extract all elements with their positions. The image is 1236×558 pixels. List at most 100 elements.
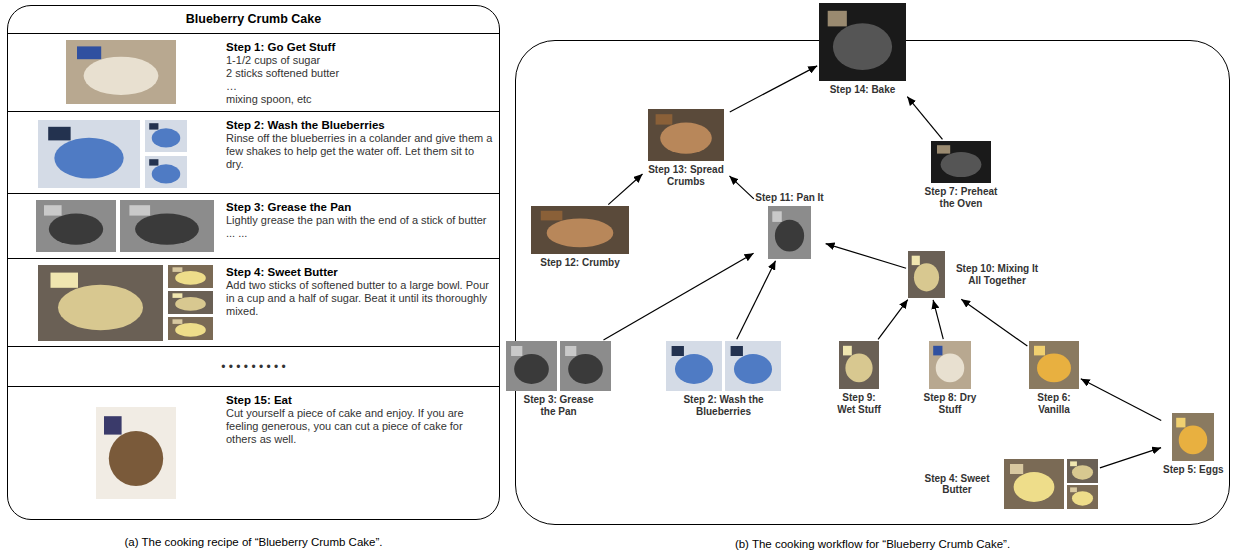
photo-subject — [1179, 425, 1208, 454]
step-title: Step 3: Grease the Pan — [226, 200, 494, 214]
step-title: Step 1: Go Get Stuff — [226, 40, 494, 54]
photo-ground — [839, 341, 879, 389]
workflow-step: Step 11: Pan It — [755, 192, 823, 260]
photo-image — [929, 341, 971, 389]
photo-subject — [135, 214, 199, 245]
recipe-step-row: Step 15: EatCut yourself a piece of cake… — [8, 386, 499, 521]
photo-detail — [672, 346, 684, 356]
photo-subject — [775, 220, 804, 252]
photo-subject — [1014, 472, 1055, 502]
step-photo — [929, 341, 971, 389]
photo-ground — [768, 206, 811, 259]
photo-detail — [51, 273, 79, 288]
photo-detail — [44, 205, 62, 215]
step-photo — [506, 341, 611, 391]
step-label: Step 2: Wash the Blueberries — [676, 394, 771, 417]
step-text: Step 4: Sweet ButterAdd two sticks of so… — [226, 265, 494, 318]
photo-detail — [937, 145, 950, 153]
step-photos — [8, 387, 223, 522]
workflow-step: Step 7: Preheat the Oven — [916, 141, 1006, 209]
step-body: Rinse off the blueberries in a colander … — [226, 132, 494, 171]
step-photo — [1029, 341, 1079, 389]
photo-image — [931, 141, 991, 183]
step-label: Step 10: Mixing It All Together — [953, 263, 1041, 286]
photo-subject — [152, 128, 181, 147]
photo-ground — [819, 3, 906, 81]
photo-ground — [38, 265, 163, 341]
panel-title: Blueberry Crumb Cake — [8, 12, 499, 26]
workflow-step: Step 2: Wash the Blueberries — [666, 341, 781, 417]
step-photos — [8, 259, 223, 347]
photo-detail — [912, 256, 920, 265]
flow-arrow — [907, 97, 942, 140]
photo-detail — [77, 46, 101, 59]
step-text: Step 15: EatCut yourself a piece of cake… — [226, 393, 494, 446]
photo-image — [531, 206, 629, 254]
photo-detail — [541, 211, 563, 221]
photo-subject — [914, 263, 939, 291]
flow-arrow — [826, 244, 906, 269]
photo-detail — [1070, 487, 1077, 492]
caption: (b) The cooking workflow for “Blueberry … — [516, 538, 1229, 550]
photo-image — [908, 251, 945, 298]
step-photo — [908, 251, 945, 298]
photo-ground — [929, 341, 971, 389]
step-photos — [8, 194, 223, 259]
step-title: Step 4: Sweet Butter — [226, 265, 494, 279]
photo-detail — [129, 205, 150, 215]
photo-subject — [84, 57, 159, 95]
photo-detail — [511, 346, 522, 356]
photo-ground — [96, 407, 176, 499]
photo-detail — [565, 346, 576, 356]
photo-image — [839, 341, 879, 389]
photo-subject — [58, 285, 143, 331]
photo-image — [819, 3, 906, 81]
step-label: Step 3: Grease the Pan — [519, 394, 599, 417]
photo-ground — [506, 341, 557, 391]
photo-subject — [833, 23, 892, 70]
flow-arrow — [1081, 379, 1161, 421]
photo-detail — [173, 319, 183, 324]
photo-ground — [1004, 459, 1064, 509]
step-photo — [819, 3, 906, 81]
panel: (b) The cooking workflow for “Blueberry … — [515, 40, 1230, 525]
step-photos — [8, 112, 223, 194]
photo-subject — [175, 297, 206, 311]
step-label: Step 13: Spread Crumbs — [644, 164, 728, 187]
flow-arrow — [961, 299, 1027, 346]
photo-subject — [1072, 491, 1093, 505]
photo-detail — [48, 127, 70, 141]
flow-arrow — [729, 176, 753, 199]
photo-detail — [1176, 418, 1185, 428]
step-text: Step 2: Wash the BlueberriesRinse off th… — [226, 118, 494, 171]
flow-arrow — [737, 261, 776, 339]
photo-detail — [731, 346, 743, 356]
photo-detail — [656, 114, 673, 124]
photo-detail — [149, 123, 158, 129]
photo-subject — [547, 218, 614, 247]
flow-arrow — [608, 174, 642, 205]
photo-ground — [1067, 485, 1098, 509]
step-body: … — [226, 80, 494, 93]
recipe-step-row: Step 1: Go Get Stuff1-1/2 cups of sugar2… — [8, 33, 499, 111]
step-title: Step 2: Wash the Blueberries — [226, 118, 494, 132]
step-label: Step 7: Preheat the Oven — [916, 186, 1006, 209]
photo-subject — [109, 431, 163, 486]
photo-detail — [1034, 346, 1045, 356]
photo-subject — [568, 354, 603, 384]
photo-subject — [152, 164, 181, 183]
step-body: 2 sticks softened butter — [226, 67, 494, 80]
photo-ground — [145, 156, 187, 188]
photo-subject — [49, 214, 103, 245]
flow-arrow — [1100, 448, 1161, 468]
photo-subject — [175, 271, 206, 285]
step-label: Step 12: Crumby — [540, 257, 619, 269]
flow-arrow — [603, 253, 753, 340]
workflow-step: Step 10: Mixing It All Together — [908, 251, 1041, 298]
photo-detail — [772, 211, 781, 222]
step-photo — [931, 141, 991, 183]
step-photo — [666, 341, 781, 391]
photo-detail — [173, 267, 183, 272]
photo-ground — [36, 200, 116, 252]
